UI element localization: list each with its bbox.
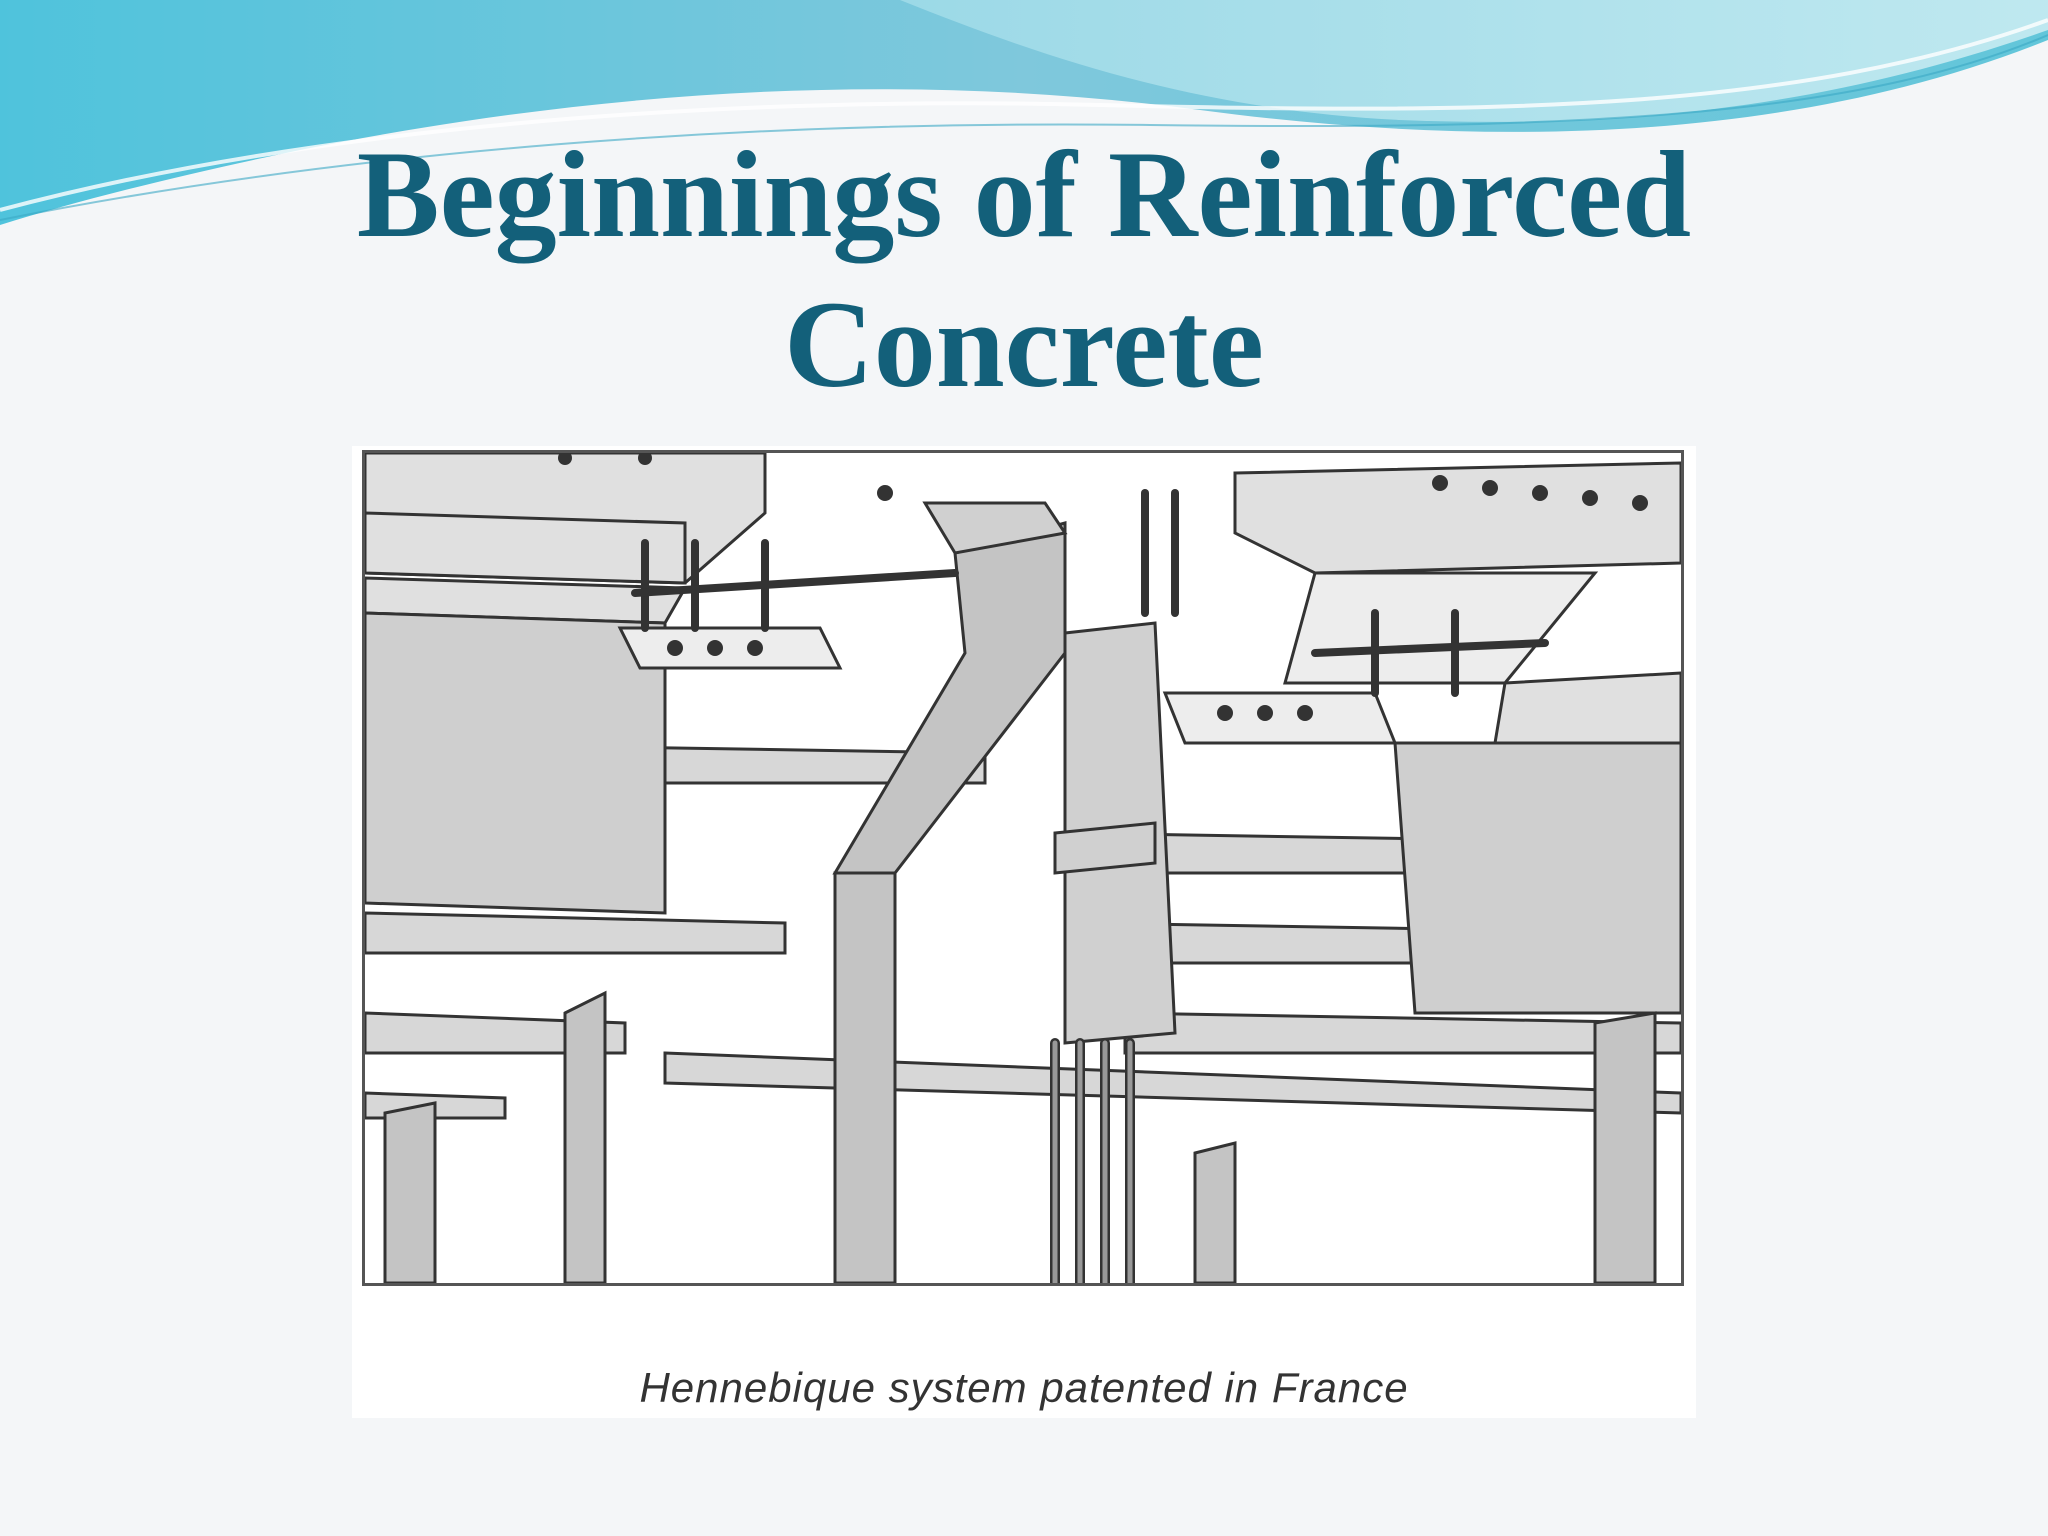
reinforced-concrete-drawing (365, 453, 1681, 1283)
hennebique-illustration (362, 450, 1684, 1286)
slide-title-line-1: Beginnings of Reinforced (356, 126, 1692, 263)
header-wave-decoration (0, 0, 2048, 225)
slide-title: Beginnings of Reinforced Concrete (224, 120, 1824, 420)
figure-caption: Hennebique system patented in France (639, 1364, 1409, 1411)
slide-title-line-2: Concrete (784, 276, 1264, 413)
figure: Hennebique system patented in France (352, 446, 1696, 1418)
